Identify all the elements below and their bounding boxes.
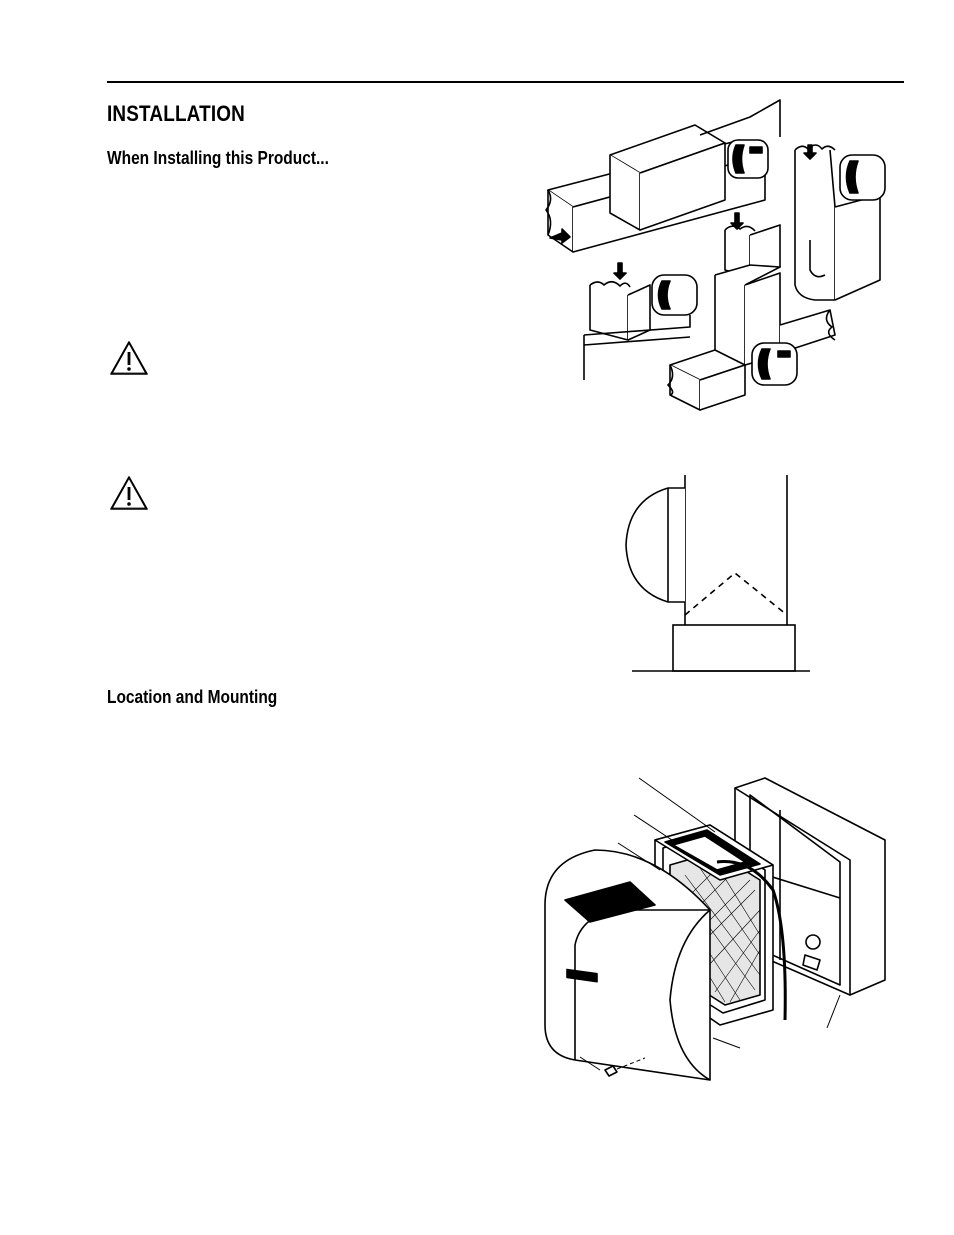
humidifier-exploded-view bbox=[535, 770, 900, 1090]
humidifier-on-plenum-side-view bbox=[620, 470, 820, 680]
duct-mounting-positions-illustration bbox=[540, 95, 900, 415]
warning-triangle-icon bbox=[109, 475, 149, 511]
subsection-title-installing: When Installing this Product... bbox=[107, 148, 329, 168]
section-title: INSTALLATION bbox=[107, 101, 245, 126]
warning-triangle-icon bbox=[109, 340, 149, 376]
subsection-title-location: Location and Mounting bbox=[107, 687, 278, 707]
header-rule bbox=[107, 81, 904, 83]
